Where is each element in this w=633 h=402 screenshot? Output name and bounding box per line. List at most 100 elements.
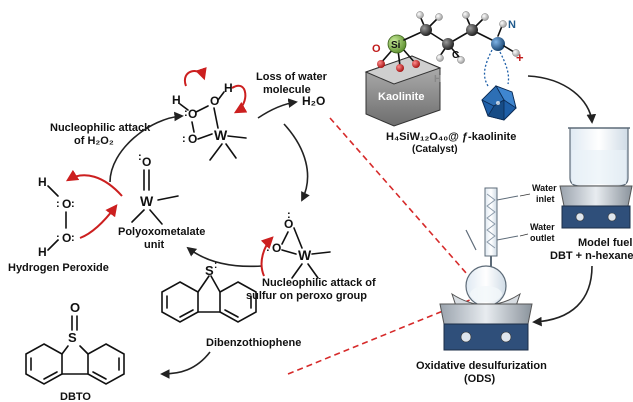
stirrer-body bbox=[561, 205, 631, 229]
atom-o: O bbox=[188, 107, 197, 121]
ods-apparatus bbox=[439, 187, 533, 351]
atom-o: O bbox=[188, 132, 197, 146]
bond bbox=[227, 135, 247, 139]
beaker-liquid bbox=[572, 150, 626, 184]
bond bbox=[43, 371, 58, 380]
cycle-arrow-bottom bbox=[186, 246, 263, 268]
atom-o: O bbox=[284, 217, 293, 231]
hydrogen-peroxide-label: Hydrogen Peroxide bbox=[8, 262, 109, 274]
interaction-dots bbox=[483, 49, 493, 87]
positive-charge: + bbox=[516, 50, 524, 65]
bond bbox=[149, 209, 163, 225]
bond bbox=[195, 105, 209, 113]
bond bbox=[224, 309, 239, 318]
polyhedron-face bbox=[487, 99, 505, 121]
nucleophilic-h2o2-label-2: of H₂O₂ bbox=[74, 135, 114, 147]
bond bbox=[179, 103, 189, 111]
nucleophilic-sulfur-label-1: Nucleophilic attack of bbox=[262, 277, 376, 289]
condenser-coil bbox=[486, 193, 496, 249]
water-inlet-label-2: inlet bbox=[536, 194, 555, 204]
hydrogen-atom bbox=[416, 11, 424, 19]
bond bbox=[191, 121, 195, 133]
cycle-arrow-right bbox=[283, 123, 310, 202]
kaolinite-label: Kaolinite bbox=[378, 91, 424, 103]
atom-o: O bbox=[142, 155, 151, 169]
bond bbox=[281, 249, 297, 255]
electron-arrow bbox=[231, 84, 248, 114]
bond bbox=[210, 275, 221, 293]
condenser bbox=[484, 187, 498, 257]
hotplate-top bbox=[439, 303, 533, 325]
bond bbox=[217, 91, 225, 101]
bond bbox=[497, 25, 503, 37]
outlet-tube bbox=[496, 235, 519, 241]
atom-o: O bbox=[62, 197, 71, 211]
cycle-arrow-left bbox=[109, 111, 184, 183]
atom-o: O bbox=[70, 300, 80, 315]
hydrogen-atom bbox=[436, 54, 444, 62]
beaker-on-stirrer bbox=[559, 127, 633, 229]
atom-s: S bbox=[205, 263, 214, 278]
nucleophilic-sulfur-label-2: sulfur on peroxo group bbox=[246, 290, 367, 302]
atom-o: O bbox=[62, 231, 71, 245]
lone-pair: : bbox=[184, 107, 188, 119]
product-arrow bbox=[160, 351, 211, 379]
peroxo-complex: : O O : W bbox=[260, 209, 331, 279]
atom-w: W bbox=[298, 247, 312, 263]
atom-h: H bbox=[38, 175, 47, 189]
ods-label-1: Oxidative desulfurization bbox=[416, 360, 547, 372]
ods-label-2: (ODS) bbox=[464, 373, 496, 385]
o-label: O bbox=[372, 43, 381, 55]
stirrer-knob[interactable] bbox=[575, 212, 585, 222]
atom-h: H bbox=[172, 93, 181, 107]
carbon-atom bbox=[442, 38, 454, 50]
process-arrow-1 bbox=[527, 75, 597, 124]
loss-of-water-label-2: molecule bbox=[263, 84, 311, 96]
oxygen-atom bbox=[396, 64, 404, 72]
bond bbox=[225, 143, 237, 159]
lone-pair: : bbox=[56, 232, 60, 244]
dibenzothiophene-structure: S : bbox=[161, 260, 257, 323]
interaction-dots bbox=[499, 51, 510, 85]
catalyst-name: H₄SiW₁₂O₄₀@ ƒ-kaolinite bbox=[386, 131, 516, 143]
model-fuel-label-2: DBT + n-hexane bbox=[550, 250, 633, 262]
water-outlet-label-1: Water bbox=[530, 222, 555, 232]
water-inlet-label-1: Water bbox=[532, 183, 557, 193]
stirrer-top bbox=[559, 185, 633, 207]
bond bbox=[281, 231, 289, 245]
water-release-arrow bbox=[257, 98, 298, 119]
c-label: C bbox=[452, 50, 459, 61]
nitrogen-atom bbox=[491, 37, 505, 51]
atom-h: H bbox=[38, 245, 47, 259]
catalyst-illustration: Kaolinite Si O C H bbox=[364, 11, 524, 127]
atom-s: S bbox=[68, 330, 77, 345]
water-outlet-label-2: outlet bbox=[530, 233, 555, 243]
lone-pair: : bbox=[71, 232, 75, 244]
hydrogen-atom bbox=[435, 13, 443, 21]
oxygen-atom bbox=[412, 60, 420, 68]
dbto-label: DBTO bbox=[60, 391, 91, 402]
electron-arrow bbox=[183, 66, 207, 87]
carbon-atom bbox=[466, 24, 478, 36]
bond bbox=[61, 345, 69, 355]
hydrogen-atom bbox=[481, 13, 489, 21]
bond bbox=[293, 227, 303, 249]
bond bbox=[311, 251, 331, 255]
hotplate-knob[interactable] bbox=[500, 331, 512, 343]
n-label: N bbox=[508, 19, 516, 31]
atom-h: H bbox=[224, 81, 233, 95]
atom-o: O bbox=[272, 241, 281, 255]
lone-pair: : bbox=[214, 260, 217, 271]
hydrogen-peroxide-molecule: H O : : O : : H bbox=[38, 175, 75, 259]
stirrer-knob[interactable] bbox=[607, 212, 617, 222]
lone-pair: : bbox=[56, 198, 60, 210]
bond bbox=[79, 345, 89, 355]
hydrogen-atom bbox=[462, 11, 470, 19]
bond bbox=[47, 239, 59, 251]
hydrogen-atom bbox=[457, 56, 465, 64]
hotplate-knob[interactable] bbox=[460, 331, 472, 343]
hydrogen-atom bbox=[499, 20, 507, 28]
oxygen-atom bbox=[377, 60, 385, 68]
model-fuel-label-1: Model fuel bbox=[578, 237, 632, 249]
